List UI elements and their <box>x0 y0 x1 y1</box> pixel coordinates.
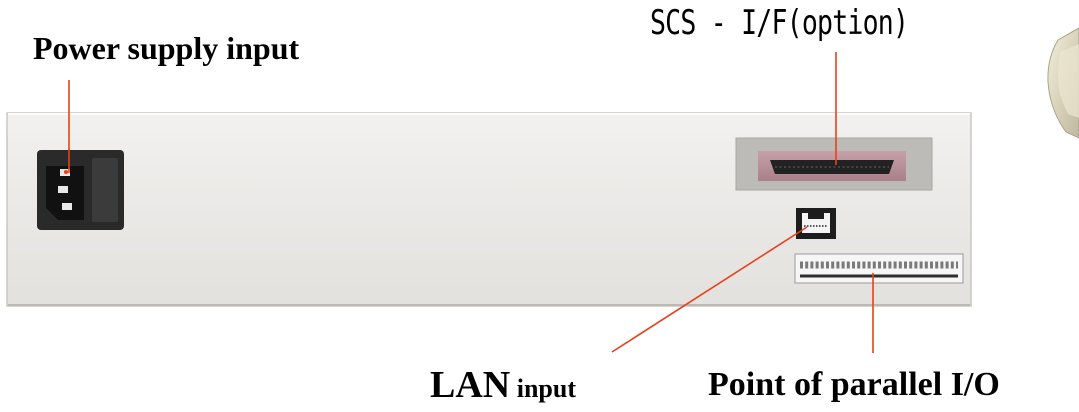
iec-power-socket-icon <box>37 150 124 230</box>
rj45-port-icon <box>796 208 836 239</box>
terminal-block-icon <box>794 253 964 284</box>
leader-lines <box>68 52 874 353</box>
scs-interface-label: SCS - I/F(option) <box>650 3 909 43</box>
lan-input-label: LAN input <box>430 366 576 404</box>
parallel-io-label: Point of parallel I/O <box>708 366 1000 403</box>
lan-label-main: LAN <box>430 364 511 406</box>
power-supply-label: Power supply input <box>33 30 300 66</box>
device-corner-icon <box>1047 27 1079 139</box>
db-connector-icon <box>735 137 933 191</box>
lan-label-sub: input <box>510 374 576 403</box>
lan-leader-line <box>611 226 808 353</box>
